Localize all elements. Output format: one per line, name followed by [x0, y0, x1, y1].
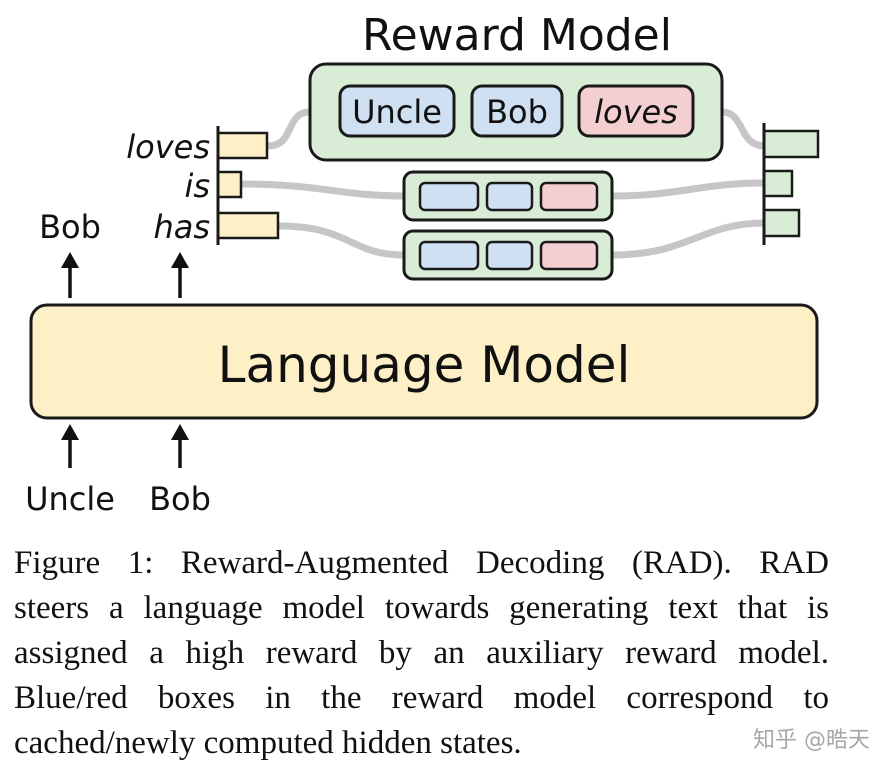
cached-state-box: [485, 240, 534, 271]
connector-is-out: [608, 179, 769, 200]
reward-model-mini-is: [402, 170, 614, 222]
candidate-is: is: [184, 167, 210, 205]
new-state-box: [539, 181, 599, 212]
up-arrow-icon: [171, 252, 189, 298]
lm-prob-bar-is: [216, 170, 243, 199]
new-state-box: [539, 240, 599, 271]
cached-state-box: [485, 181, 534, 212]
reward-token-uncle: Uncle: [352, 93, 442, 131]
cached-state-box: [418, 240, 480, 271]
caption-line: Blue/red boxes in the reward model corre…: [14, 680, 829, 716]
candidate-has: has: [153, 208, 210, 246]
reward-token-uncle-box: [338, 84, 456, 138]
up-arrow-icon: [61, 424, 79, 468]
up-arrow-icon: [171, 424, 189, 468]
figure-caption: Figure 1: Reward-Augmented Decoding (RAD…: [14, 541, 829, 766]
reward-bar-is: [762, 169, 794, 198]
caption-line: assigned a high reward by an auxiliary r…: [14, 635, 829, 671]
lm-prob-bar-has: [216, 211, 280, 240]
connector-loves-in: [264, 108, 314, 150]
reward-model-title: Reward Model: [362, 10, 672, 61]
reward-token-bob: Bob: [486, 93, 548, 131]
watermark: 知乎 @晧天: [753, 728, 870, 753]
input-token-bob: Bob: [149, 480, 211, 518]
reward-token-loves-box: [577, 84, 695, 138]
lm-prob-bar-loves: [216, 131, 269, 160]
reward-token-bob-box: [470, 84, 564, 138]
connector-loves-out: [718, 108, 769, 150]
up-arrow-icon: [61, 252, 79, 298]
rad-diagram: Reward Model Uncle Bob loves loves is ha…: [25, 10, 820, 518]
caption-line: steers a language model towards generati…: [14, 590, 829, 626]
lm-probability-bars: [216, 126, 280, 245]
connector-has-out: [608, 219, 769, 259]
caption-line: Figure 1: Reward-Augmented Decoding (RAD…: [14, 545, 829, 581]
reward-bar-has: [762, 208, 801, 238]
candidate-loves: loves: [126, 128, 210, 166]
cached-state-box: [418, 181, 480, 212]
reward-model-mini-has: [402, 229, 614, 281]
connectors: [238, 108, 769, 259]
reward-score-bars: [762, 123, 820, 245]
input-token-uncle: Uncle: [25, 480, 115, 518]
reward-token-loves: loves: [594, 93, 678, 131]
connector-has-in: [275, 222, 408, 259]
language-model-box: [29, 303, 819, 420]
output-token-bob: Bob: [39, 208, 101, 246]
connector-is-in: [238, 180, 408, 200]
reward-bar-loves: [762, 129, 820, 159]
language-model-label: Language Model: [218, 336, 631, 394]
caption-line: cached/newly computed hidden states.: [14, 725, 522, 761]
